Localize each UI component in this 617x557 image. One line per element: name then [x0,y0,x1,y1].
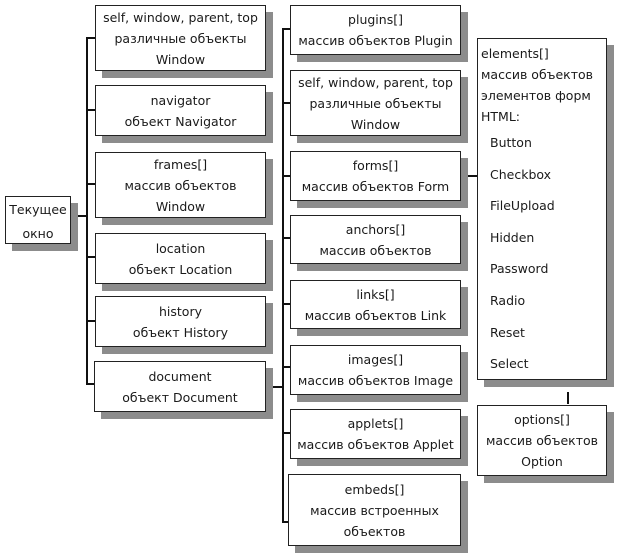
branch-embeds [282,521,290,523]
box-desc: массив объектов Applet [297,437,454,452]
frames-box: frames[] массив объектов Window [95,152,266,218]
box-title: embeds[] [344,481,405,497]
box-desc: объект Document [122,389,238,405]
box-title: document [148,368,212,384]
elements-header-line-3: элементов форм [481,88,591,103]
images-box: images[] массив объектов Image [290,345,461,395]
box-title: plugins[] [348,12,403,27]
branch-self [86,37,96,39]
box-type: объектов [343,523,406,539]
box-desc: различные объекты [114,30,247,46]
elements-header-line-2: массив объектов [481,67,594,82]
branch-document [86,383,96,385]
branch-location [86,256,96,258]
box-title: links[] [356,286,395,302]
elements-box: elements[] массив объектов элементов фор… [477,38,607,380]
branch-frames [86,183,96,185]
elements-header-line-1: elements[] [481,46,549,61]
branch-images [282,366,290,368]
box-desc: массив объектов [485,433,599,448]
box-desc: массив объектов Link [304,307,447,323]
document-self-box: self, window, parent, top различные объе… [290,70,461,136]
current-window-box: Текущее окно [5,196,71,244]
element-item-reset: Reset [490,324,525,340]
box-type: Window [155,198,206,214]
branch-plugins [282,28,290,30]
document-connector [266,386,284,388]
window-self-box: self, window, parent, top различные объе… [95,5,266,71]
box-title: location [155,240,206,256]
location-box: location объект Location [95,233,266,284]
forms-elements-connector [461,175,478,177]
element-item-checkbox: Checkbox [490,166,552,182]
history-box: history объект History [95,296,266,347]
box-title: self, window, parent, top [298,74,453,90]
branch-history [86,320,96,322]
box-desc: объект Navigator [124,113,237,129]
box-desc: массив объектов Image [297,373,454,388]
branch-links [282,303,290,305]
box-desc: объект Location [128,261,233,277]
box-desc: массив объектов [319,242,432,258]
box-desc: различные объекты [309,95,442,111]
plugins-box: plugins[] массив объектов Plugin [290,5,461,55]
box-title: images[] [347,352,404,367]
window-trunk [86,37,88,384]
box-desc: массив объектов [124,177,237,193]
root-connector [70,215,87,217]
links-box: links[] массив объектов Link [290,280,461,329]
branch-forms [282,175,290,177]
box-title: history [159,303,202,319]
branch-anchors [282,237,290,239]
elements-header-line-4: HTML: [481,109,520,124]
navigator-box: navigator объект Navigator [95,85,266,136]
element-item-hidden: Hidden [490,229,535,245]
box-title: anchors[] [345,221,406,237]
element-item-radio: Radio [490,292,526,308]
box-desc: массив объектов Plugin [298,33,453,48]
box-type: Window [155,51,206,67]
box-title: self, window, parent, top [103,9,258,25]
box-title: navigator [150,92,211,108]
box-title: applets[] [347,416,404,431]
element-item-fileupload: FileUpload [490,198,555,214]
root-label-line-2: окно [22,226,54,241]
embeds-box: embeds[] массив встроенных объектов [288,474,461,546]
branch-applets [282,432,290,434]
applets-box: applets[] массив объектов Applet [290,409,461,459]
box-title: frames[] [153,156,208,172]
options-box: options[] массив объектов Option [477,405,607,476]
box-desc: объект History [132,324,229,340]
element-item-select: Select [490,356,529,372]
element-item-button: Button [490,135,532,150]
box-type: Option [521,454,563,469]
document-box: document объект Document [94,361,266,412]
box-title: options[] [514,412,570,427]
box-desc: массив встроенных [310,502,439,518]
box-title: forms[] [352,158,399,173]
element-item-password: Password [490,261,549,277]
anchors-box: anchors[] массив объектов [290,215,461,264]
branch-navigator [86,109,96,111]
document-trunk [282,28,284,522]
box-type: Window [350,116,401,132]
box-desc: массив объектов Form [301,179,450,194]
forms-box: forms[] массив объектов Form [290,151,461,201]
root-label-line-1: Текущее [9,202,67,217]
branch-self-2 [282,102,290,104]
